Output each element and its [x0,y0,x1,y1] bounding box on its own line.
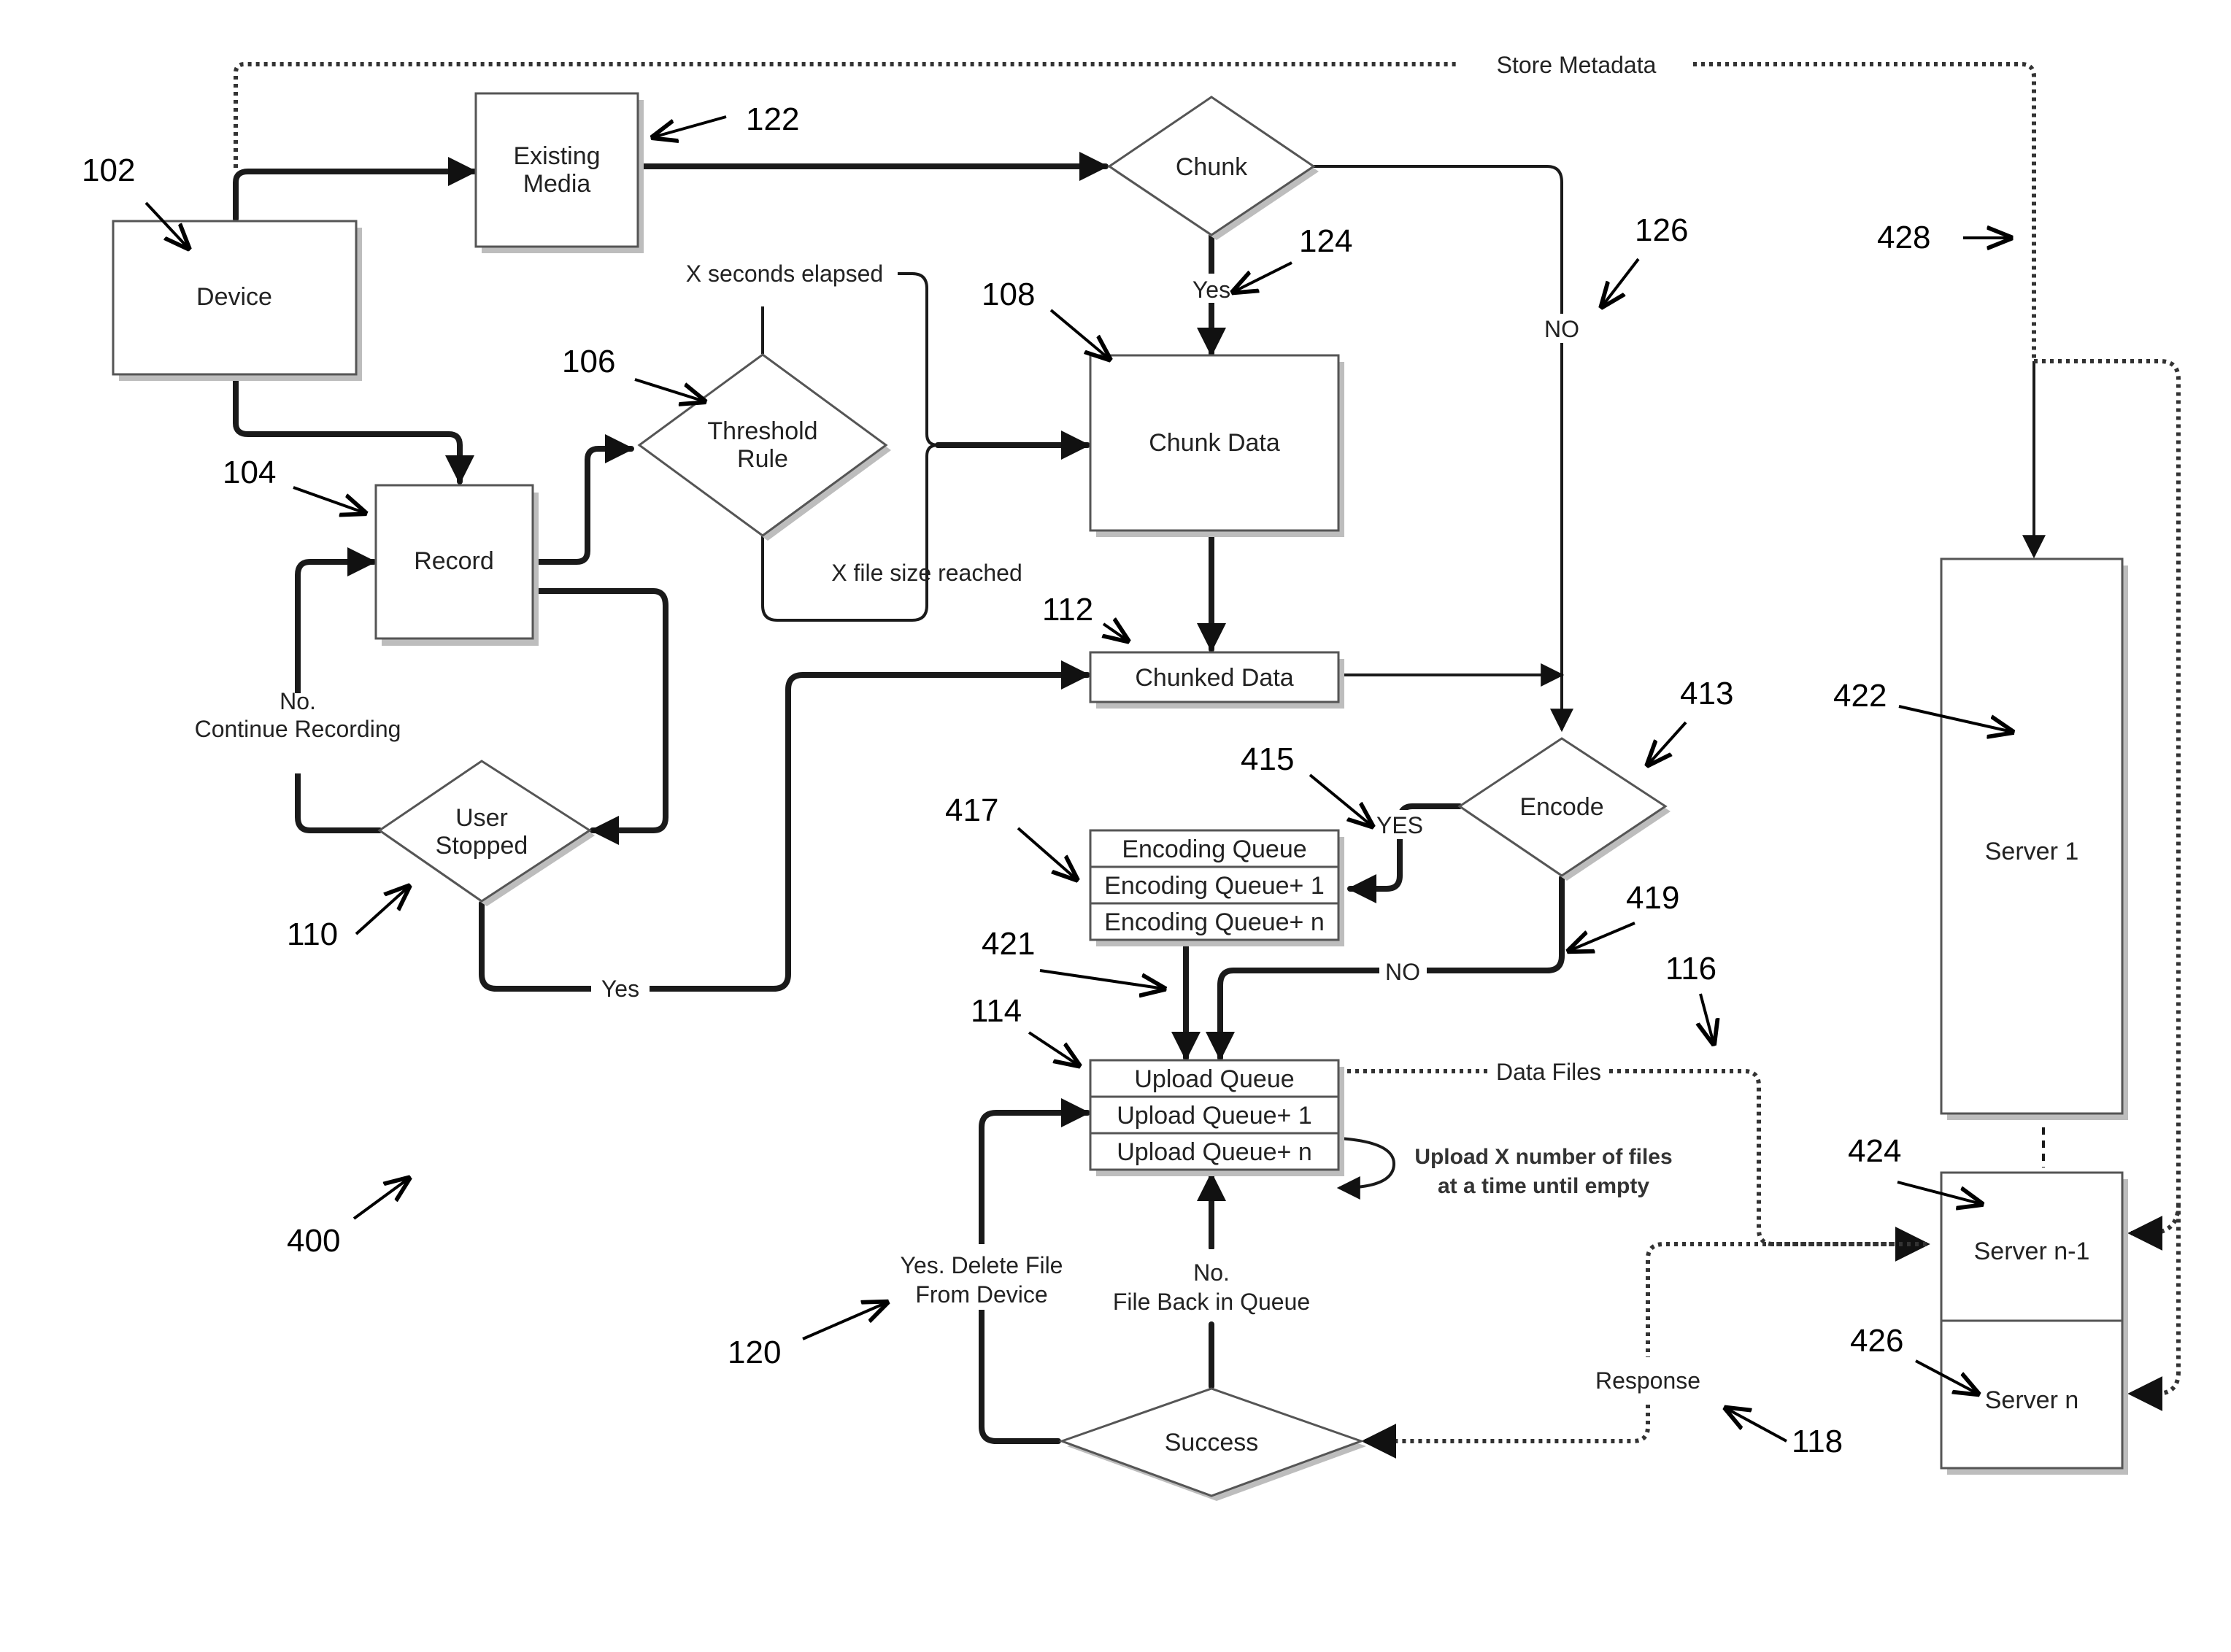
chunk-diamond: Chunk [1109,97,1319,240]
delete-file-to-upload-queue [982,1113,1087,1244]
ref-110: 110 [287,916,338,952]
ref-421: 421 [982,926,1035,962]
x-seconds-elapsed-label: X seconds elapsed [686,260,883,287]
continue-recording-to-record [298,562,374,700]
record-label: Record [414,547,494,575]
encode-yes-label: YES [1376,812,1423,838]
ref-120: 120 [728,1335,781,1370]
ref-415: 415 [1241,741,1294,777]
ref-122: 122 [746,101,799,137]
chunk-data-label: Chunk Data [1149,429,1280,457]
record-to-threshold [536,449,631,562]
ref-116: 116 [1665,951,1716,987]
success-yes-loop [982,1302,1058,1441]
device-box: Device [113,221,362,381]
encoding-queue-row-1: Encoding Queue+ 1 [1104,872,1325,900]
ref-419: 419 [1626,880,1679,916]
existing-media-label-line1: Existing [513,142,600,170]
chunked-data-label: Chunked Data [1135,664,1293,692]
user-stopped-label-line2: Stopped [436,832,528,860]
encode-no-label: NO [1385,959,1420,985]
ref-422: 422 [1833,678,1887,714]
encoding-queue-row-2: Encoding Queue+ n [1104,908,1325,936]
yes-delete-label-line2: From Device [915,1281,1047,1308]
upload-note-line2: at a time until empty [1438,1174,1649,1198]
device-to-existing-media [236,171,474,219]
metadata-to-server-n [2131,1372,2178,1394]
existing-media-label-line2: Media [523,170,591,198]
ref-126: 126 [1635,212,1688,248]
data-files-label: Data Files [1496,1059,1601,1085]
file-back-label-line2: File Back in Queue [1113,1289,1310,1315]
upload-queue-row-2: Upload Queue+ n [1117,1138,1311,1166]
record-to-user-stopped [536,591,666,830]
encoding-queue-row-0: Encoding Queue [1122,835,1306,863]
server-stack-box: Server n-1 Server n [1941,1173,2128,1475]
server-n-1-label: Server n-1 [1974,1238,2090,1265]
upload-queue-row-1: Upload Queue+ 1 [1117,1102,1311,1130]
ref-417: 417 [945,792,998,828]
file-back-label-line1: No. [1193,1259,1230,1286]
encode-diamond: Encode [1460,738,1671,881]
ref-428: 428 [1877,220,1930,255]
ref-106: 106 [562,344,615,379]
chunk-yes-label: Yes [1192,277,1230,303]
continue-recording-label-line1: No. [280,688,316,714]
x-file-size-reached-label: X file size reached [831,560,1022,586]
user-stopped-label-line1: User [455,804,508,832]
upload-queue-self-loop [1339,1138,1394,1188]
ref-413: 413 [1680,676,1733,711]
ref-124: 124 [1299,223,1352,259]
chunked-data-box: Chunked Data [1090,652,1344,709]
edge-labels: Store Metadata X seconds elapsed X file … [182,51,1708,1402]
user-stopped-no-to-record [298,773,379,830]
response-label: Response [1595,1367,1700,1394]
chunk-no-label: NO [1544,316,1579,342]
threshold-rule-label-line1: Threshold [707,417,817,445]
upload-note-line1: Upload X number of files [1414,1145,1672,1169]
store-metadata-line-right [1693,64,2034,361]
user-stopped-yes-label: Yes [601,976,639,1002]
existing-media-box: Existing Media [476,93,644,253]
threshold-rule-diamond: Threshold Rule [639,355,891,541]
response-to-success [1365,1405,1648,1441]
record-box: Record [376,485,539,646]
success-label: Success [1165,1429,1259,1456]
upload-queue-box: Upload Queue Upload Queue+ 1 Upload Queu… [1090,1060,1344,1176]
ref-426: 426 [1850,1323,1903,1359]
server-1-label: Server 1 [1985,838,2079,865]
server-1-box: Server 1 [1941,559,2128,1120]
ref-102: 102 [82,153,135,188]
success-diamond: Success [1062,1389,1366,1501]
ref-114: 114 [971,993,1022,1029]
ref-112: 112 [1042,592,1093,628]
threshold-rule-label-line2: Rule [737,445,788,473]
ref-104: 104 [223,455,276,490]
seconds-to-merge [898,274,938,445]
server-n-label: Server n [1985,1386,2079,1414]
metadata-to-server-n-1 [2131,1204,2178,1233]
chunk-label: Chunk [1176,153,1248,181]
ref-118: 118 [1792,1424,1843,1459]
store-metadata-label: Store Metadata [1497,52,1657,78]
device-label: Device [196,283,272,311]
chunk-data-box: Chunk Data [1090,355,1344,537]
ref-424: 424 [1848,1133,1901,1169]
ref-108: 108 [982,277,1035,312]
connectors [236,64,2178,1441]
ref-400: 400 [287,1223,340,1259]
yes-delete-label-line1: Yes. Delete File [901,1252,1063,1278]
encode-label: Encode [1519,793,1603,821]
continue-recording-label-line2: Continue Recording [195,716,401,742]
user-stopped-diamond: User Stopped [379,761,595,906]
encoding-queue-box: Encoding Queue Encoding Queue+ 1 Encodin… [1090,830,1344,946]
upload-queue-row-0: Upload Queue [1134,1065,1294,1093]
